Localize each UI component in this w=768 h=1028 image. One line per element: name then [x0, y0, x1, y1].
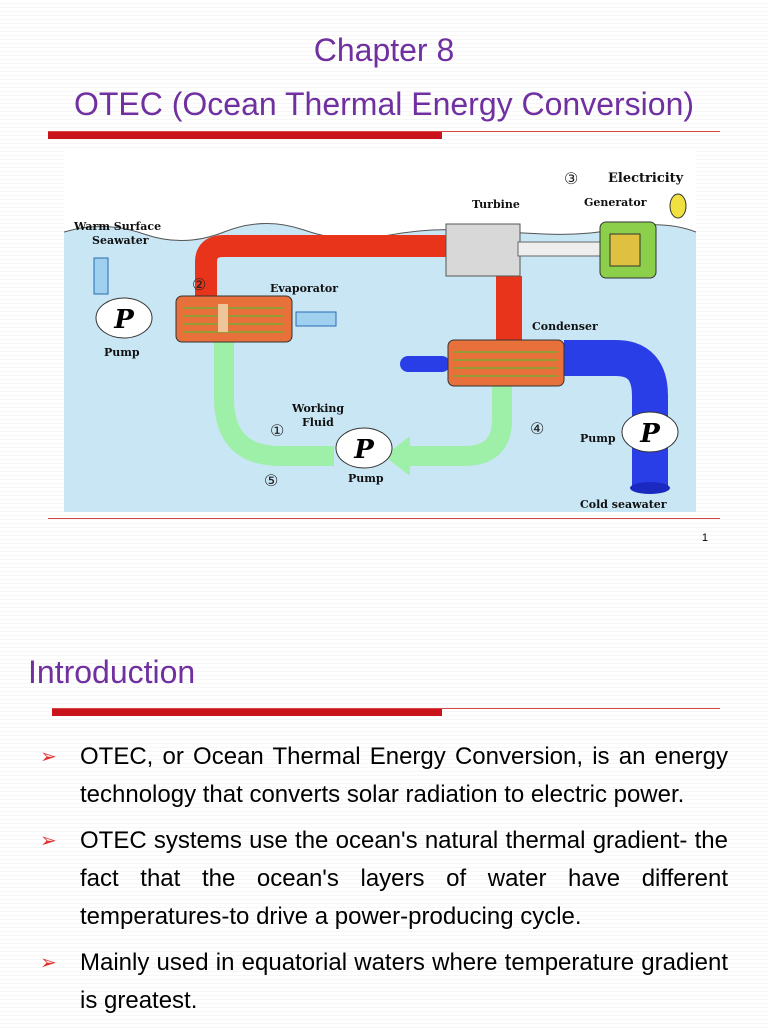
label-fluid: Fluid: [302, 416, 334, 429]
svg-text:P: P: [639, 419, 661, 449]
intro-accent-bar: [52, 708, 442, 716]
evaporator-coils: [184, 307, 284, 333]
intro-rule: [52, 708, 720, 709]
warm-water-inlet: [93, 257, 109, 295]
title-accent-bar: [48, 131, 442, 139]
label-working: Working: [291, 402, 344, 415]
label-pump-left: Pump: [104, 346, 140, 359]
turbine-body: [445, 223, 521, 277]
evaporator-box: [175, 295, 293, 343]
cold-water-outlet: [400, 356, 450, 372]
bullet-item: ➢ Mainly used in equatorial waters where…: [40, 944, 728, 1020]
cold-water-intake: [630, 482, 670, 494]
label-turbine: Turbine: [472, 198, 520, 211]
working-fluid-loop-left: [214, 342, 334, 466]
arrow-bullet-icon: ➢: [40, 952, 57, 974]
introduction-title: Introduction: [28, 654, 196, 690]
label-warm-surface: Warm Surface: [73, 220, 161, 233]
arrow-bullet-icon: ➢: [40, 746, 57, 768]
step-2: ②: [192, 275, 206, 294]
working-fluid-loop-right: [410, 386, 512, 466]
label-pump-bottom: Pump: [348, 472, 384, 485]
svg-text:P: P: [113, 305, 135, 335]
label-electricity: Electricity: [608, 171, 684, 186]
step-1: ①: [270, 421, 284, 440]
otec-diagram: P P P Warm Surface Seawater Pump Evapora…: [64, 150, 696, 512]
lightbulb-icon: [669, 193, 687, 219]
svg-text:P: P: [353, 435, 375, 465]
pump-left: P: [95, 297, 153, 339]
evaporator-flow-arrow: [218, 304, 228, 332]
generator-coil: [609, 233, 641, 267]
step-4: ④: [530, 419, 544, 438]
label-cold-seawater: Cold seawater: [580, 498, 667, 511]
condenser-box: [447, 339, 565, 387]
turbine-shaft: [517, 241, 605, 257]
label-pump-right: Pump: [580, 432, 616, 445]
bullet-list: ➢ OTEC, or Ocean Thermal Energy Conversi…: [40, 738, 728, 1028]
pump-bottom: P: [335, 427, 393, 469]
label-generator: Generator: [584, 196, 647, 209]
slide-title: OTEC (Ocean Thermal Energy Conversion): [73, 86, 695, 122]
label-condenser: Condenser: [532, 320, 598, 333]
slide-1: Chapter 8 OTEC (Ocean Thermal Energy Con…: [48, 32, 720, 544]
bullet-text: OTEC systems use the ocean's natural the…: [80, 827, 728, 930]
chapter-heading: Chapter 8: [313, 32, 455, 68]
vapor-pipe-to-turbine: [195, 235, 446, 300]
bullet-item: ➢ OTEC systems use the ocean's natural t…: [40, 822, 728, 936]
warm-water-outlet: [295, 311, 337, 327]
condenser-coils: [454, 351, 558, 377]
pump-right: P: [621, 411, 679, 453]
title-rule: [48, 131, 720, 132]
bullet-text: OTEC, or Ocean Thermal Energy Conversion…: [80, 743, 728, 808]
page-number: 1: [701, 532, 708, 544]
label-seawater: Seawater: [92, 234, 149, 247]
cold-water-pipe: [564, 340, 668, 490]
working-fluid-arrow: [384, 436, 410, 476]
slide-2: Introduction ➢ OTEC, or Ocean Thermal En…: [0, 622, 768, 1024]
vapor-pipe-to-condenser: [496, 276, 522, 342]
step-3: ③: [564, 169, 578, 188]
bullet-text: Mainly used in equatorial waters where t…: [80, 949, 728, 1014]
label-evaporator: Evaporator: [270, 282, 338, 295]
step-5: ⑤: [264, 471, 278, 490]
arrow-bullet-icon: ➢: [40, 830, 57, 852]
bottom-rule: [48, 518, 720, 519]
bullet-item: ➢ OTEC, or Ocean Thermal Energy Conversi…: [40, 738, 728, 814]
